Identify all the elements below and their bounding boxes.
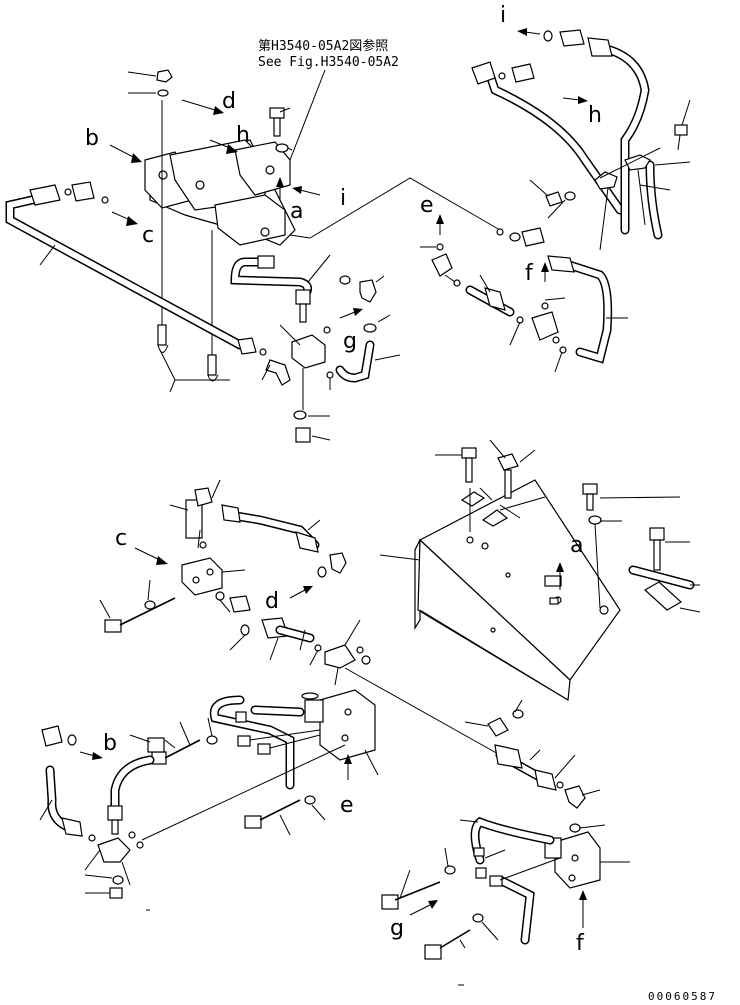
callout-d-top: d (222, 89, 236, 114)
callout-a-top: a (290, 199, 303, 224)
pipe-and-solenoid-assembly-bottom-right (381, 744, 630, 960)
reference-note: 第H3540-05A2図参照 See Fig.H3540-05A2 (258, 38, 399, 161)
callout-b-bottom: b (103, 731, 117, 756)
callout-h-right: h (588, 103, 602, 128)
callout-g-top: g (343, 329, 357, 354)
callout-labels: d b h i a c g i h e f c d a b e g f (85, 3, 602, 956)
callout-c-mid: c (115, 526, 127, 551)
valve-block-assembly-top (5, 69, 401, 443)
callout-i-right: i (500, 3, 506, 28)
reference-line (289, 177, 501, 239)
callout-f-bottom: f (576, 931, 585, 956)
callout-e-bottom: e (340, 793, 354, 818)
reference-note-jp: 第H3540-05A2図参照 (258, 38, 388, 54)
reference-note-en: See Fig.H3540-05A2 (258, 55, 399, 70)
callout-h-top: h (236, 123, 250, 148)
callout-c-top: c (142, 223, 154, 248)
callout-g-bottom: g (390, 916, 404, 941)
valve-assembly-middle (99, 479, 371, 686)
hose-assembly-top-right (471, 29, 691, 251)
callout-b-top: b (85, 126, 99, 151)
callout-a-right: a (570, 533, 583, 558)
reference-line (344, 667, 501, 756)
callout-f-right: f (525, 261, 534, 286)
callout-d-mid: d (265, 589, 279, 614)
callout-i-top: i (340, 186, 346, 211)
mounting-plate (379, 439, 701, 737)
callout-e-right: e (420, 193, 434, 218)
document-number: 00060587 (648, 990, 717, 1003)
solenoid-assembly-bottom-left (39, 689, 379, 899)
direction-arrows (79, 28, 588, 928)
pipe-assembly-middle-right (420, 227, 628, 373)
